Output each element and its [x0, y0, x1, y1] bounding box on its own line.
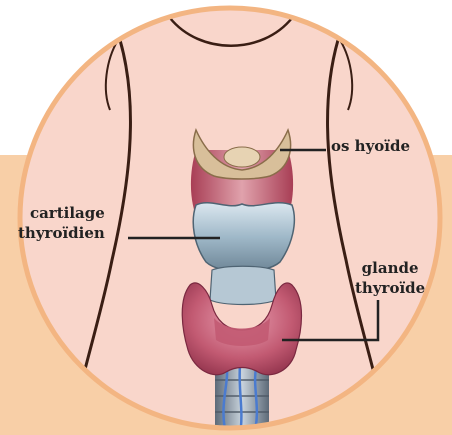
cricoid-cartilage	[210, 266, 276, 304]
label-cartilage-line1: cartilage	[18, 203, 105, 223]
label-hyoid-text: os hyoïde	[331, 136, 410, 156]
label-thyroid-cartilage: cartilage thyroïdien	[18, 203, 105, 243]
label-gland-line1: glande	[355, 258, 425, 278]
label-gland-line2: thyroïde	[355, 278, 425, 298]
label-thyroid-gland: glande thyroïde	[355, 258, 425, 298]
label-hyoid-bone: os hyoïde	[331, 136, 410, 156]
hyoid-body	[224, 147, 260, 167]
label-cartilage-line2: thyroïdien	[18, 223, 105, 243]
